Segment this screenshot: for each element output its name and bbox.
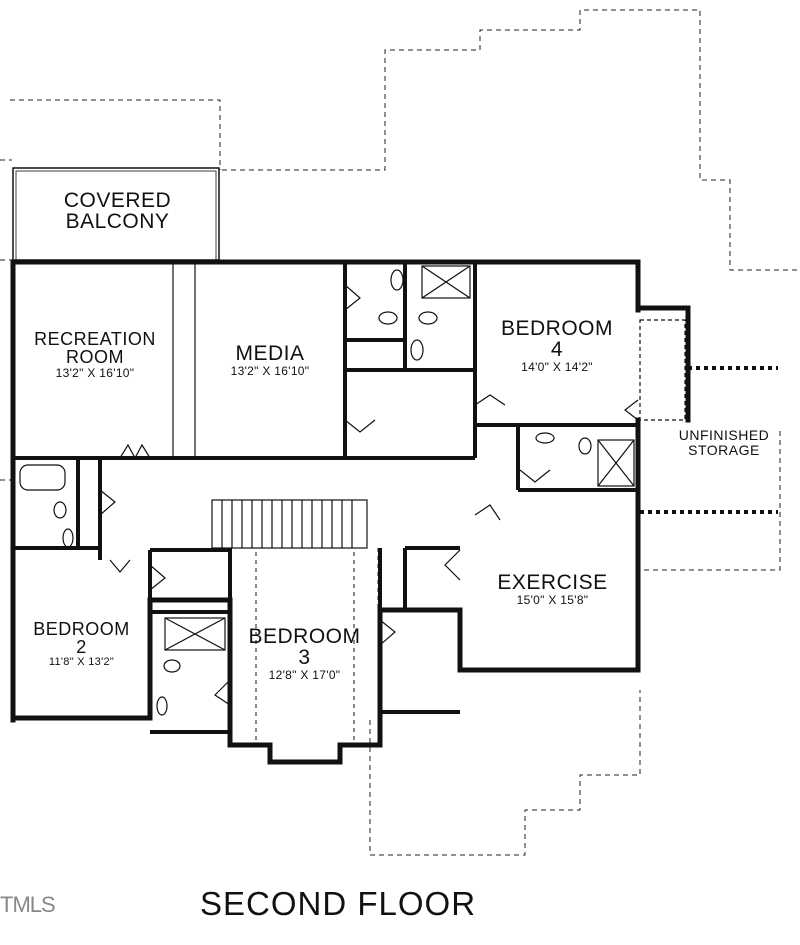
- room-dimensions: 13'2" X 16'10": [55, 366, 135, 380]
- roof-outline: [0, 9, 800, 856]
- room-dimensions: 12'8" X 17'0": [268, 668, 341, 682]
- room-name-line2: BALCONY: [65, 210, 170, 233]
- room-name-line1: COVERED: [63, 189, 172, 212]
- room-name-line1: BEDROOM: [500, 317, 613, 340]
- room-name-line2: ROOM: [66, 347, 124, 367]
- room-name-line1: BEDROOM: [248, 625, 361, 648]
- room-name-line1: BEDROOM: [33, 619, 130, 639]
- room-name-line1: MEDIA: [235, 342, 305, 365]
- room-name-line2: 4: [550, 338, 564, 361]
- room-exercise: EXERCISE 15'0" X 15'8": [470, 572, 635, 606]
- room-bedroom-2: BEDROOM 2 11'8" X 13'2": [15, 620, 148, 668]
- room-name-line1: RECREATION: [34, 329, 156, 349]
- room-name-line2: 3: [298, 646, 311, 669]
- room-dimensions: 15'0" X 15'8": [516, 593, 589, 607]
- room-name-line2: STORAGE: [688, 441, 760, 458]
- storage-boundary: [640, 366, 778, 514]
- room-bedroom-4: BEDROOM 4 14'0" X 14'2": [478, 318, 636, 373]
- room-recreation: RECREATION ROOM 13'2" X 16'10": [15, 330, 175, 379]
- room-dimensions: 11'8" X 13'2": [48, 656, 115, 668]
- room-name-line1: EXERCISE: [497, 571, 608, 594]
- room-unfinished-storage: UNFINISHED STORAGE: [668, 428, 780, 457]
- room-media: MEDIA 13'2" X 16'10": [196, 343, 344, 377]
- room-dimensions: 13'2" X 16'10": [230, 364, 310, 378]
- door-swings: [99, 284, 639, 706]
- mls-watermark: TMLS: [0, 892, 56, 917]
- ceiling-lines: [255, 548, 379, 742]
- floor-title: SECOND FLOOR: [200, 885, 477, 922]
- fixtures: [19, 262, 686, 716]
- room-bedroom-3: BEDROOM 3 12'8" X 17'0": [232, 626, 377, 681]
- room-name-line2: 2: [76, 637, 87, 657]
- room-name-line1: UNFINISHED: [678, 427, 770, 443]
- room-dimensions: 14'0" X 14'2": [521, 360, 593, 374]
- interior-walls: [13, 262, 638, 745]
- room-covered-balcony: COVERED BALCONY: [30, 190, 205, 232]
